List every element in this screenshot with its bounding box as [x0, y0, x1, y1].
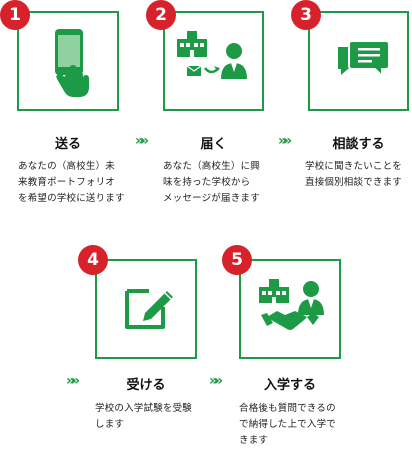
step-4-title: 受ける: [126, 378, 166, 393]
arrow-1-2: »»: [135, 133, 149, 149]
step-3-description: 学校に聞きたいことを 直接個別相談できます: [305, 161, 403, 188]
step-4-badge: 4: [78, 245, 108, 275]
step-2-badge: 2: [146, 0, 176, 30]
document-pen-icon: [125, 289, 173, 329]
step-1-title: 送る: [54, 137, 81, 152]
chat-bubbles-icon: [338, 40, 390, 79]
step-1-description: あなたの（高校生）未 来教育ポートフォリオ を希望の学校に送ります: [18, 161, 125, 204]
step-5-card: [239, 259, 341, 359]
step-2-card: [163, 11, 264, 111]
smartphone-tap-icon: [55, 29, 89, 97]
arrow-2-3: »»: [278, 133, 292, 149]
step-4-card: [95, 259, 197, 359]
step-1-card: [17, 11, 119, 111]
school-to-student-icon: [177, 31, 247, 79]
step-4-description: 学校の入学試験を受験 します: [95, 403, 193, 430]
school-handshake-icon: [259, 279, 324, 330]
step-3-badge: 3: [291, 0, 321, 30]
step-3-card: [308, 11, 409, 111]
step-2-description: あなた（高校生）に興 味を持った学校から メッセージが届きます: [163, 161, 261, 204]
step-1-badge: 1: [0, 0, 30, 30]
arrow-start-4: »»: [66, 373, 80, 389]
step-5-description: 合格後も質問できるの で納得した上で入学で きます: [239, 403, 337, 446]
step-3-title: 相談する: [332, 137, 385, 152]
step-5-badge: 5: [222, 245, 252, 275]
arrow-4-5: »»: [209, 373, 223, 389]
step-2-title: 届く: [200, 137, 227, 152]
step-5-title: 入学する: [263, 378, 316, 393]
